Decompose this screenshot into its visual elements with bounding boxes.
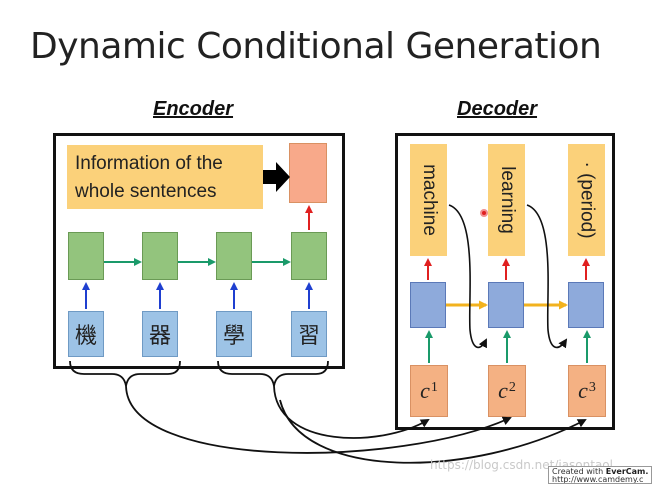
- input-char-3: 學: [216, 311, 252, 357]
- decoder-hidden-2: [488, 282, 524, 328]
- input-char-4: 習: [291, 311, 327, 357]
- feedback-curve-1: [448, 204, 487, 349]
- encoder-hidden-4: [291, 232, 327, 280]
- evercam-prefix: Created with: [552, 467, 604, 476]
- output-word-1: machine: [410, 144, 447, 256]
- decoder-hidden-1: [410, 282, 446, 328]
- output-word-3: · (period): [568, 144, 605, 256]
- brace-left: [69, 360, 181, 387]
- encoder-hidden-3: [216, 232, 252, 280]
- context-1-base: c: [420, 378, 430, 403]
- encoder-label: Encoder: [153, 98, 234, 120]
- context-2-base: c: [498, 378, 508, 403]
- feedback-curve-2: [526, 204, 568, 349]
- context-3-sup: 3: [588, 380, 596, 395]
- curve-to-c3: [279, 399, 587, 464]
- decoder-hidden-3: [568, 282, 604, 328]
- encoder-hidden-2: [142, 232, 178, 280]
- curve-to-c2: [125, 385, 512, 454]
- context-1-sup: 1: [430, 380, 438, 395]
- big-black-arrow: [263, 162, 290, 192]
- decoder-label: Decoder: [457, 98, 538, 120]
- evercam-badge[interactable]: Created with EverCam. http://www.camdemy…: [548, 466, 652, 484]
- info-text-line1: Information of the: [75, 153, 223, 174]
- output-word-2: learning: [488, 144, 525, 256]
- info-box: Information of the whole sentences: [67, 145, 263, 209]
- evercam-url: http://www.camdemy.c: [552, 475, 644, 484]
- curve-to-c1: [273, 385, 430, 439]
- context-3-base: c: [578, 378, 588, 403]
- encoder-output-vector: [289, 143, 327, 203]
- input-char-1: 機: [68, 311, 104, 357]
- info-text-line2: whole sentences: [75, 181, 217, 202]
- encoder-hidden-1: [68, 232, 104, 280]
- brace-right: [217, 360, 329, 387]
- evercam-brand: EverCam.: [605, 467, 649, 476]
- page-title: Dynamic Conditional Generation: [30, 26, 602, 67]
- context-2-sup: 2: [508, 380, 516, 395]
- input-char-2: 器: [142, 311, 178, 357]
